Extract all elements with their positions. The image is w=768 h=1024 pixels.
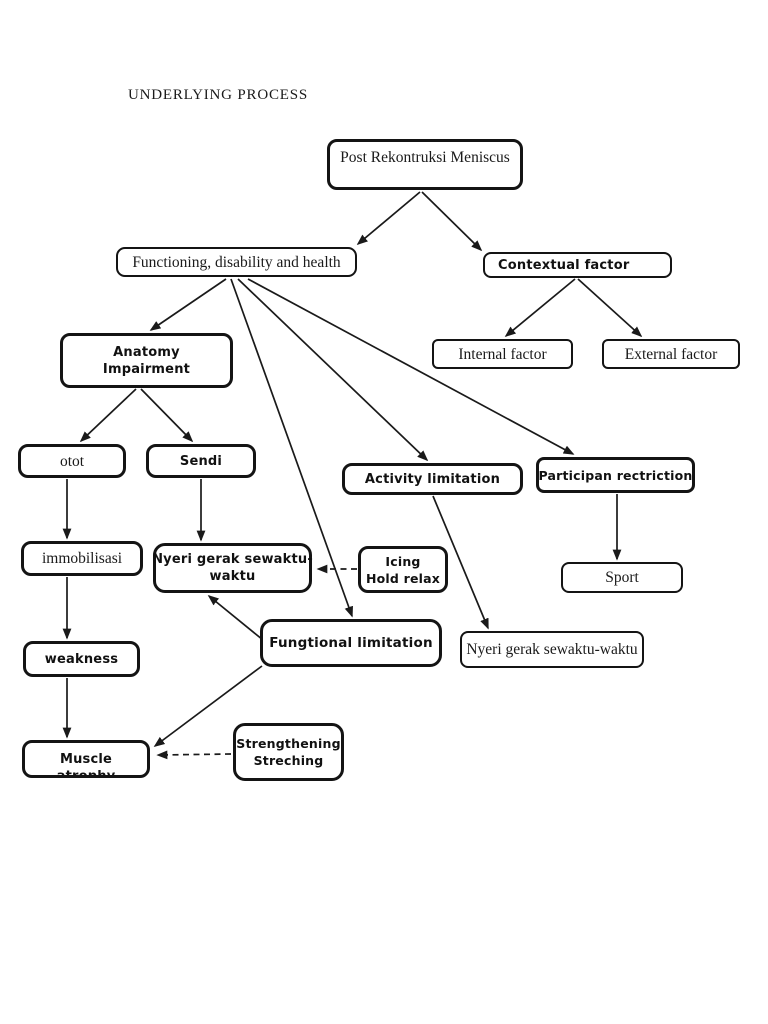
node-contextual: Contextual factor [483,252,672,278]
edge-functioning-to-participan-arrow [247,278,575,455]
edge-activity-to-nyeri_serif-arrow [432,495,489,630]
edge-contextual-to-external-arrow [577,278,643,338]
node-muscle-label: Muscle [59,751,113,767]
node-nyeri_bold: Nyeri gerak sewaktu-waktu [152,543,313,593]
edge-fungtional-to-nyeri_bold-arrow [207,594,264,641]
node-functioning: Functioning, disability and health [116,247,357,277]
node-fungtional: Fungtional limitation [260,619,442,667]
edge-strengthening-to-muscle-dashed-arrow [156,750,232,760]
edge-contextual-to-internal-arrow [504,278,576,338]
node-immobilisasi: immobilisasi [21,541,143,576]
page-title: UNDERLYING PROCESS [128,87,309,103]
node-functioning-label: Functioning, disability and health [132,253,341,271]
node-post-label: Post Rekontruksi Meniscus [340,149,510,166]
node-activity: Activity limitation [342,463,523,495]
node-sport-label: Sport [605,569,639,586]
node-fungtional-label: Fungtional limitation [269,634,433,651]
edge-post-to-contextual-arrow [421,191,483,252]
node-weakness: weakness [23,641,140,677]
edge-fungtional-to-muscle-arrow [153,665,263,747]
node-participan: Participan rectriction [536,457,695,493]
node-icing-label: Hold relax [365,570,441,586]
node-otot-label: otot [59,452,85,470]
node-icing-label: Icing [385,553,421,569]
node-muscle-clipped-label: atrophy [56,769,116,778]
node-nyeri_bold-label: waktu [209,569,256,584]
node-external-label: External factor [624,345,718,363]
node-contextual-label: Contextual factor [498,257,630,273]
node-internal-label: Internal factor [458,345,547,363]
node-activity-label: Activity limitation [364,471,501,487]
node-muscle: Muscle atrophy [22,740,150,778]
node-nyeri_serif-label: Nyeri gerak sewaktu-waktu [466,641,638,658]
node-participan-label: Participan rectriction [538,467,693,483]
node-anatomy-label: Impairment [102,361,191,377]
edge-functioning-to-anatomy-arrow [149,278,227,331]
node-sendi-label: Sendi [179,453,223,469]
edge-functioning-to-activity-arrow [237,278,429,462]
node-nyeri_bold-label: Nyeri gerak sewaktu- [152,552,313,567]
node-weakness-label: weakness [44,651,119,667]
node-sport: Sport [561,562,683,593]
edge-anatomy-to-sendi-arrow [140,388,194,443]
node-sendi: Sendi [146,444,256,478]
node-internal: Internal factor [432,339,573,369]
node-immobilisasi-label: immobilisasi [41,550,123,567]
edge-functioning-to-fungtional-arrow [230,278,353,618]
node-external: External factor [602,339,740,369]
node-strengthening-label: Strengthening [236,736,341,751]
node-anatomy-label: Anatomy [113,344,180,360]
edge-post-to-functioning-arrow [356,191,421,246]
node-post: Post Rekontruksi Meniscus [327,139,523,190]
node-strengthening-label: Streching [253,753,324,768]
node-otot: otot [18,444,126,478]
node-nyeri_serif: Nyeri gerak sewaktu-waktu [460,631,644,668]
edge-anatomy-to-otot-arrow [79,388,137,443]
